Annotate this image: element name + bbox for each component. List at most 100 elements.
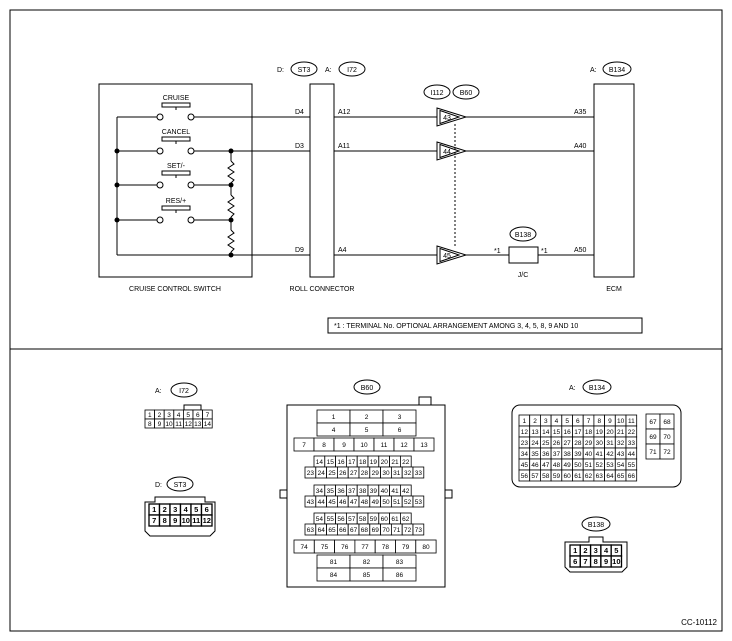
b60-pin-17: 17 — [348, 459, 356, 466]
b60-pin-64: 64 — [318, 527, 326, 534]
b134-tag-bubble — [582, 379, 612, 395]
roll-tag-d: ST3 — [298, 67, 311, 74]
b134-pin-51: 51 — [585, 462, 593, 469]
roll-tag-a-prefix: A: — [325, 67, 332, 74]
b60-pin-53: 53 — [415, 499, 423, 506]
b60-pin-40: 40 — [381, 488, 389, 495]
b60-pin-21: 21 — [391, 459, 399, 466]
b60-pin-37: 37 — [348, 488, 356, 495]
b134-pin-44: 44 — [628, 451, 636, 458]
b60-pin-86-cell — [382, 567, 417, 582]
b60-pin-45: 45 — [328, 499, 336, 506]
footnote-text: *1 : TERMINAL No. OPTIONAL ARRANGEMENT A… — [334, 323, 578, 330]
terminal-44-arrow — [436, 141, 468, 161]
b60-pin-1: 1 — [332, 414, 336, 421]
resistor-2 — [227, 194, 235, 218]
joint-connector: B138 J/C *1 *1 — [494, 226, 548, 279]
b60-pin-60: 60 — [381, 516, 389, 523]
b134-pin-33: 33 — [628, 440, 636, 447]
b138-pin-1: 1 — [573, 546, 577, 555]
ecm-body — [593, 83, 635, 278]
b60-pin-61: 61 — [391, 516, 399, 523]
b60-pin-56: 56 — [337, 516, 345, 523]
b60-pin-18: 18 — [359, 459, 367, 466]
jc-mark-right: *1 — [541, 248, 548, 255]
b60-pin-74: 74 — [301, 544, 309, 551]
b138-pin-5: 5 — [614, 546, 618, 555]
b134-pin-43: 43 — [617, 451, 625, 458]
b134-pin-72: 72 — [663, 449, 671, 456]
b60-pin-71: 71 — [393, 527, 401, 534]
b60-pin-78: 78 — [382, 544, 390, 551]
terminal-45: 45 — [443, 253, 451, 260]
b134-pin-25: 25 — [542, 440, 550, 447]
b60-left-tab — [279, 489, 288, 499]
st3-pin-11: 11 — [192, 516, 200, 525]
b134-pin-15: 15 — [553, 429, 561, 436]
set-switch-button — [161, 170, 191, 176]
b134-pin-56: 56 — [521, 473, 529, 480]
b60-pin-5: 5 — [365, 427, 369, 434]
b60-pin-81: 81 — [330, 559, 338, 566]
b134-pin-35: 35 — [531, 451, 539, 458]
b134-pin-62: 62 — [585, 473, 593, 480]
resistor-1 — [227, 160, 235, 184]
b60-pin-49: 49 — [372, 499, 380, 506]
b134-pin-26: 26 — [553, 440, 561, 447]
b60-pin-51: 51 — [393, 499, 401, 506]
b134-pin-66: 66 — [628, 473, 636, 480]
b60-pin-10: 10 — [360, 442, 368, 449]
terminal-44: 44 — [443, 149, 451, 156]
b60-pin-6-cell — [382, 422, 417, 437]
b134-pin-49: 49 — [564, 462, 572, 469]
roll-connector-body — [309, 83, 335, 278]
i72-latch — [183, 404, 202, 411]
i72-pin-14: 14 — [204, 421, 212, 428]
roll-pin-d4: D4 — [295, 109, 304, 116]
jc-tag: B138 — [515, 232, 531, 239]
cruise-switch-button — [161, 102, 191, 108]
b60-pin-73: 73 — [415, 527, 423, 534]
b60-pin-72: 72 — [404, 527, 412, 534]
b60-pin-67: 67 — [350, 527, 358, 534]
jc-mark-left: *1 — [494, 248, 501, 255]
b134-pin-46: 46 — [531, 462, 539, 469]
b138-pin-3: 3 — [594, 546, 598, 555]
b138-pin-8: 8 — [594, 557, 598, 566]
b60-pin-3: 3 — [398, 414, 402, 421]
inline-tag2: B60 — [460, 90, 473, 97]
i72-pin-6: 6 — [196, 412, 200, 419]
b134-pin-11: 11 — [628, 418, 635, 425]
st3-pin-6: 6 — [205, 505, 209, 514]
b60-pin-16: 16 — [337, 459, 345, 466]
b60-pin-4: 4 — [332, 427, 336, 434]
b138-pin-10: 10 — [612, 557, 620, 566]
b134-pin-37: 37 — [553, 451, 561, 458]
b60-pin-7: 7 — [302, 442, 306, 449]
diagram-code: CC-10112 — [681, 618, 717, 627]
b60-pin-77: 77 — [361, 544, 369, 551]
roll-pin-a4: A4 — [338, 247, 347, 254]
b60-pin-33: 33 — [415, 470, 423, 477]
jc-box — [508, 246, 539, 264]
b134-pin-39: 39 — [574, 451, 582, 458]
b60-pin-39: 39 — [370, 488, 378, 495]
b60-pin-85: 85 — [363, 572, 371, 579]
b60-pin-32: 32 — [404, 470, 412, 477]
b60-pin-27: 27 — [350, 470, 358, 477]
b134-pin-42: 42 — [606, 451, 614, 458]
st3-pin-7: 7 — [152, 516, 156, 525]
b134-pin-21: 21 — [617, 429, 625, 436]
b134-pin-36: 36 — [542, 451, 550, 458]
inline-tag2-bubble — [452, 84, 480, 100]
ecm: ECM A: B134 A35 A40 A50 — [574, 61, 635, 293]
b60-pin-34: 34 — [316, 488, 324, 495]
st3-pin-10: 10 — [182, 516, 190, 525]
b134-pin-71: 71 — [649, 449, 657, 456]
b60-pin-48: 48 — [361, 499, 369, 506]
outer-frame — [9, 9, 723, 632]
